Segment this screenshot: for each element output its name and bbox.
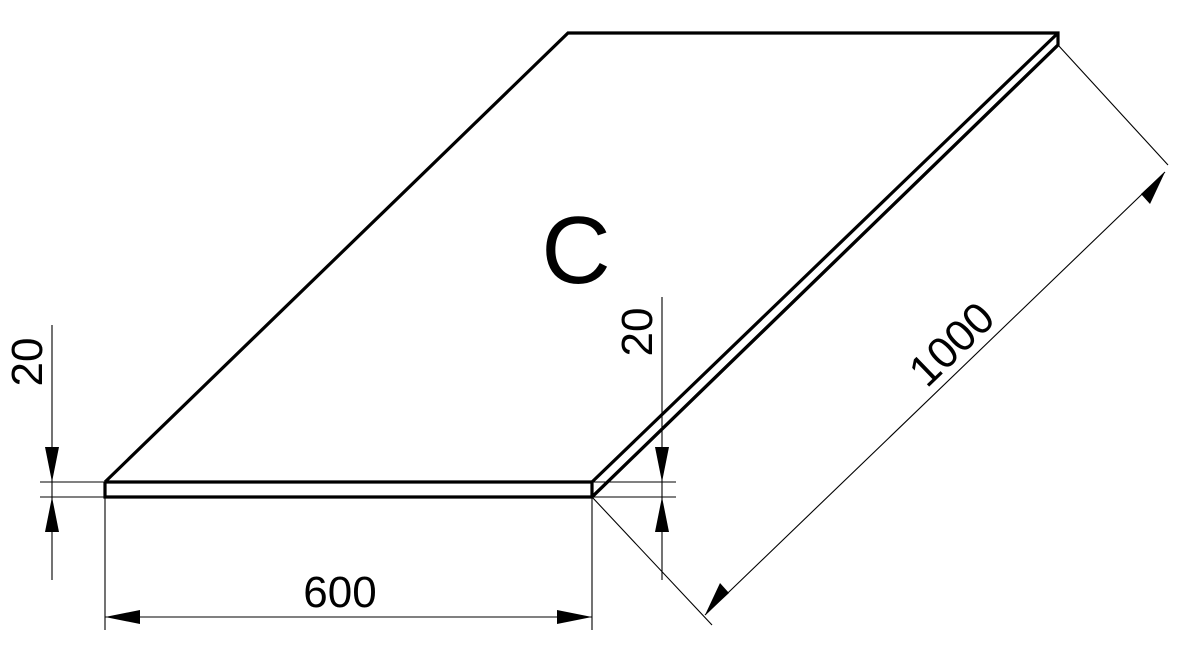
right-edge-outer-line [590, 43, 1060, 499]
right-thickness-arrow-bottom [655, 497, 669, 532]
length-dimension-label: 1000 [900, 293, 1004, 396]
plate-outline [103, 31, 1060, 499]
length-arrow-bottom [705, 583, 729, 615]
right-thickness-arrow-top [655, 447, 669, 482]
left-thickness-arrow-bottom [45, 497, 59, 532]
left-thickness-label: 20 [3, 338, 52, 387]
length-arrow-top [1141, 172, 1165, 204]
width-arrow-left [105, 610, 140, 624]
length-extension-bottom [591, 496, 713, 626]
right-thickness-label: 20 [613, 308, 662, 357]
right-edge-inner-line [590, 31, 1060, 484]
length-dimension-line [704, 171, 1166, 616]
part-label: C [541, 197, 610, 304]
front-edge-outline [103, 480, 594, 499]
length-extension-top [1057, 44, 1169, 166]
right-thickness-dimension: 20 [592, 297, 676, 580]
width-dimension: 600 [104, 497, 593, 630]
width-arrow-right [557, 610, 592, 624]
left-thickness-dimension: 20 [3, 325, 105, 580]
left-thickness-arrow-top [45, 447, 59, 482]
length-dimension: 1000 [591, 44, 1169, 626]
width-dimension-label: 600 [303, 568, 376, 617]
